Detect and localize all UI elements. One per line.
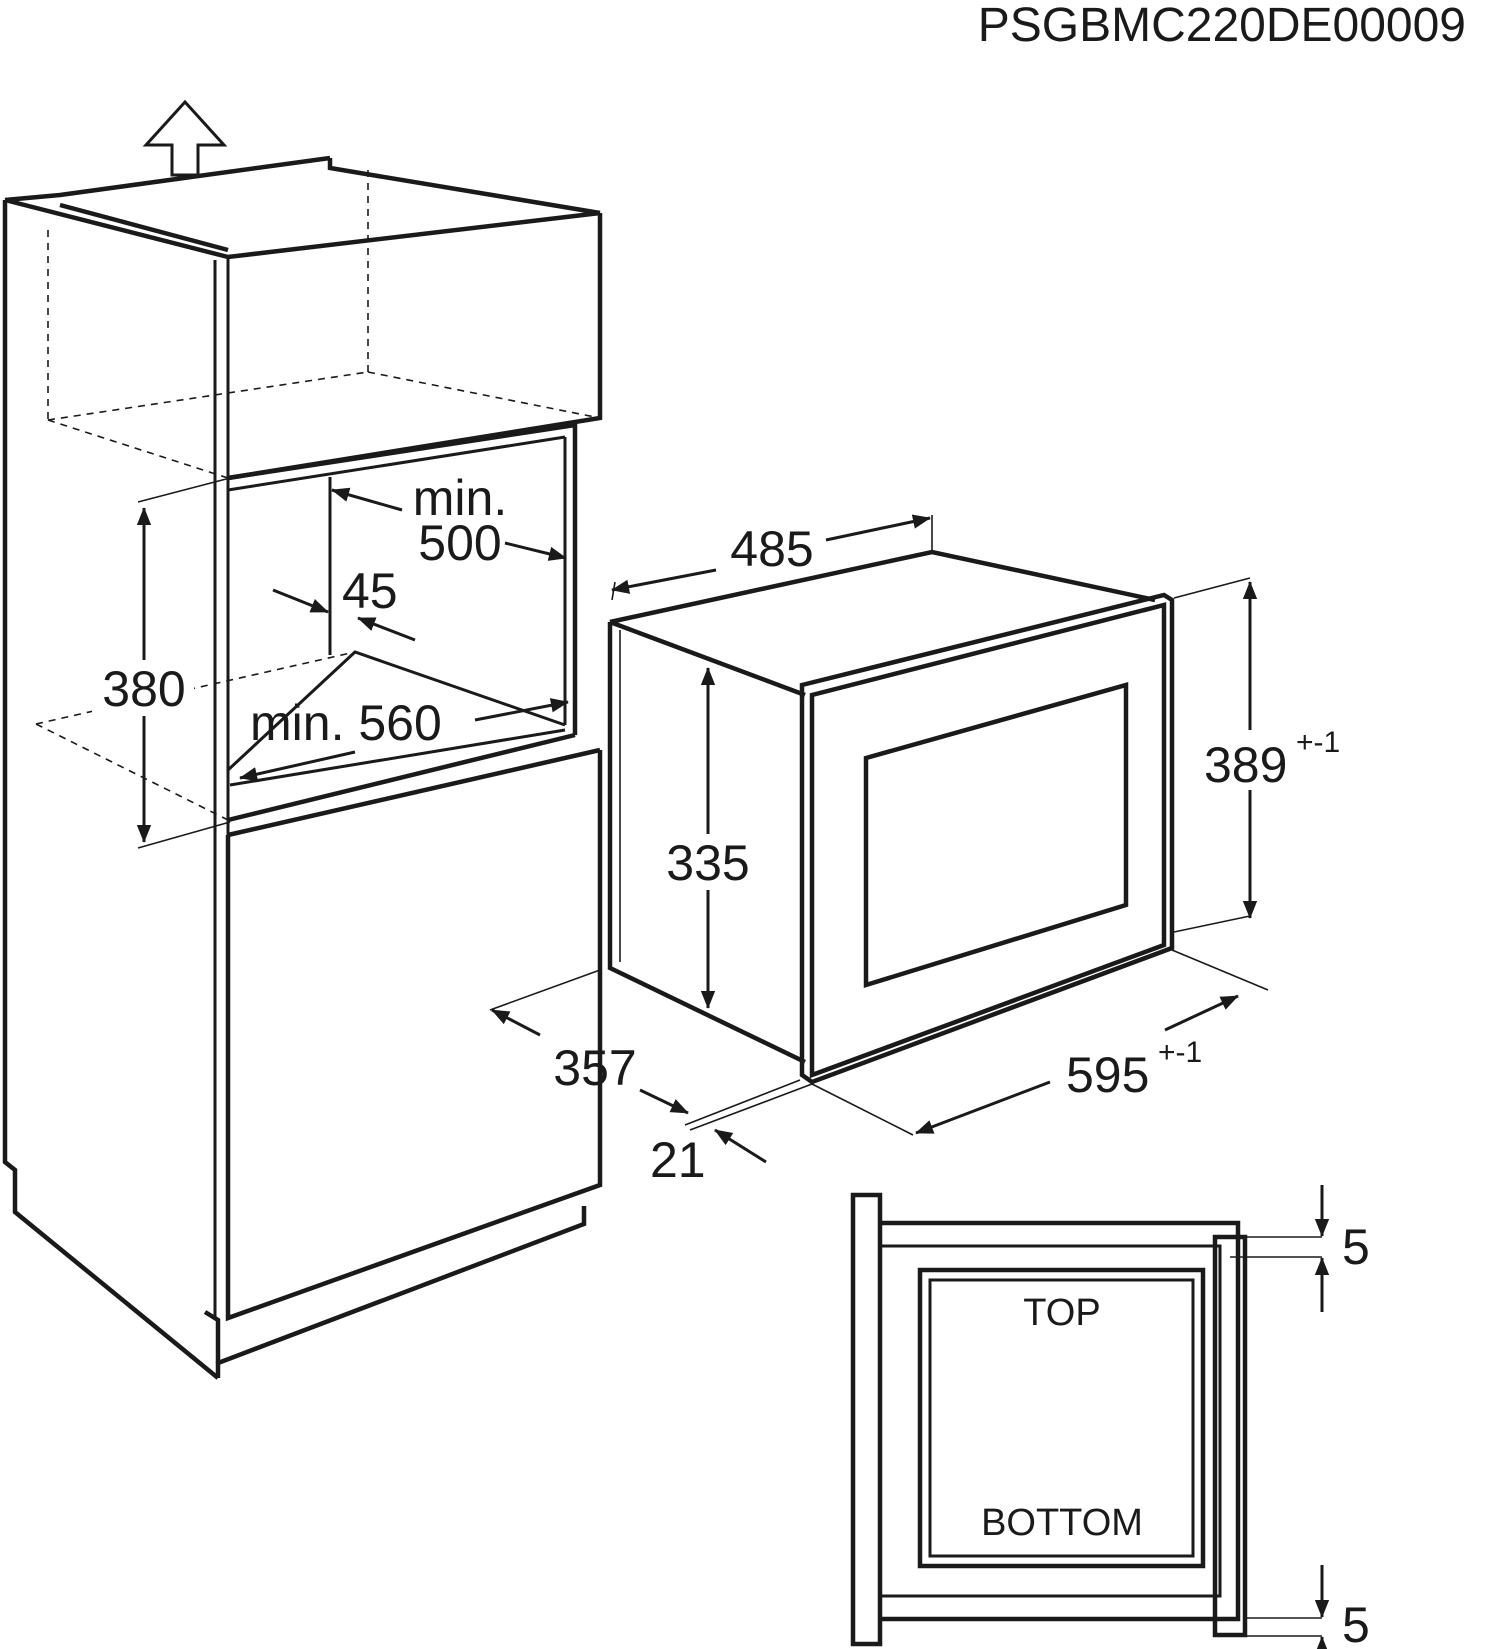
diagram-code: PSGBMC220DE00009 [978, 0, 1466, 52]
total-depth-label: 357 [553, 1040, 636, 1096]
side-gap-arrow-right [357, 616, 416, 642]
appliance [489, 515, 1269, 1136]
front-thickness-arrow [714, 1128, 767, 1164]
niche-depth-label-line1: min. [413, 470, 507, 526]
hidden-edges [35, 168, 601, 821]
section-detail: TOP BOTTOM 5 5 [850, 1185, 1370, 1649]
niche-depth-label-line2: 500 [418, 515, 501, 571]
top-gap-label: 5 [1342, 1219, 1370, 1275]
appliance-depth-arrow-left [611, 568, 717, 594]
bottom-gap-label: 5 [1342, 1597, 1370, 1649]
niche-depth-arrow-left [331, 487, 403, 512]
niche-width-arrow-right [474, 698, 569, 722]
appliance-dimensions: 485 335 389 +-1 595 +-1 357 21 [491, 514, 1340, 1188]
bottom-label: BOTTOM [981, 1502, 1143, 1544]
appliance-depth-label: 485 [730, 521, 813, 577]
niche-width-arrow-left [239, 750, 356, 782]
front-width-tolerance: +-1 [1158, 1036, 1202, 1069]
body-height-label: 335 [666, 835, 749, 891]
total-depth-arrow-right [639, 1088, 689, 1115]
niche-height-label: 380 [102, 661, 185, 717]
front-height-label: 389 [1204, 737, 1287, 793]
cabinet-dimensions: 380 min. 500 45 min. 560 [92, 470, 569, 843]
front-height-tolerance: +-1 [1296, 726, 1340, 759]
top-label: TOP [1023, 1292, 1100, 1334]
niche-width-label: min. 560 [250, 695, 442, 751]
cabinet [2, 99, 603, 1380]
front-width-arrow-left [915, 1080, 1051, 1135]
front-width-label: 595 [1066, 1047, 1149, 1103]
front-width-arrow-right [1164, 994, 1239, 1032]
front-thickness-label: 21 [650, 1132, 706, 1188]
niche-depth-arrow-right [504, 541, 567, 561]
total-depth-arrow-left [491, 1008, 541, 1037]
side-gap-arrow-left [272, 588, 329, 614]
side-gap-label: 45 [342, 563, 398, 619]
up-arrow-icon [142, 99, 228, 177]
appliance-depth-arrow-right [825, 514, 931, 542]
